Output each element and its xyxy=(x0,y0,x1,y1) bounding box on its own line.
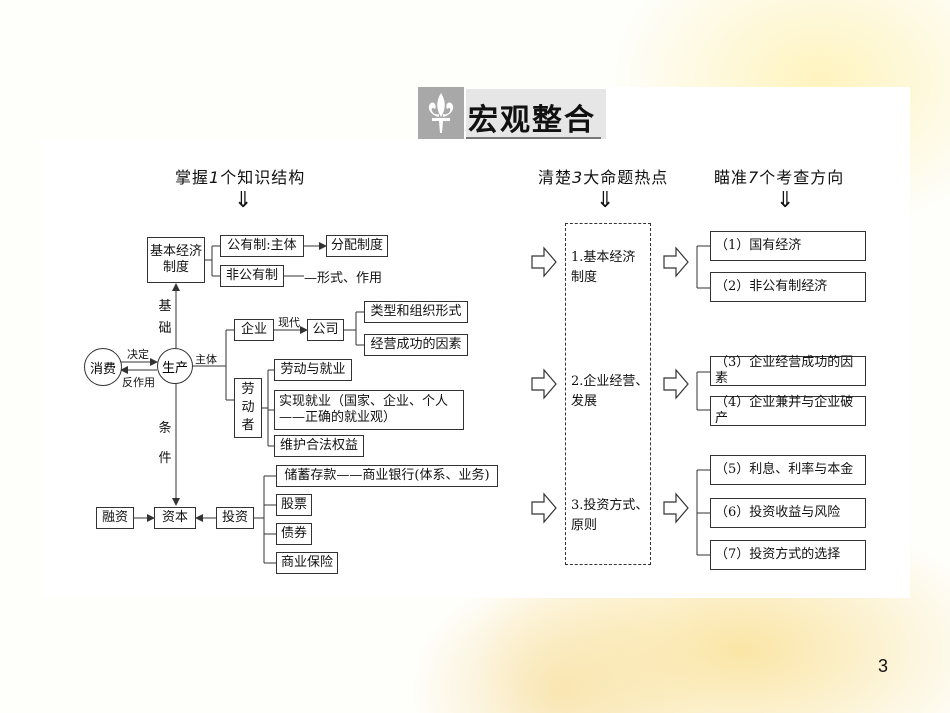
down-arrow-icon: ⇓ xyxy=(234,188,254,213)
labor-employment-box: 劳动与就业 xyxy=(274,359,352,381)
down-arrow-icon: ⇓ xyxy=(776,188,796,213)
basis-label: 基础 xyxy=(158,299,172,336)
direction-item: （3）企业经营成功的因素 xyxy=(710,355,866,386)
production-node: 生产 xyxy=(157,348,193,384)
protect-rights-box: 维护合法权益 xyxy=(274,435,364,457)
condition-label: 条件 xyxy=(158,421,172,466)
title-underline xyxy=(466,137,601,139)
stocks-box: 股票 xyxy=(276,494,312,516)
realize-employment-box: 实现就业（国家、企业、个人 ——正确的就业观） xyxy=(274,390,464,430)
main-body-label: 主体 xyxy=(195,353,217,366)
forms-roles-label: —形式、作用 xyxy=(304,271,383,286)
success-factors-box: 经营成功的因素 xyxy=(364,334,468,356)
hotspots-box xyxy=(565,223,651,565)
company-box: 公司 xyxy=(307,319,344,341)
investment-box: 投资 xyxy=(216,507,254,529)
hotspot-item: 1.基本经济 制度 xyxy=(571,250,636,285)
hotspot-item: 2.企业经营、 发展 xyxy=(571,374,649,409)
page-number: 3 xyxy=(878,656,889,676)
insurance-box: 商业保险 xyxy=(276,552,338,574)
header-structure: 掌握1个知识结构 xyxy=(175,168,306,187)
down-arrow-icon: ⇓ xyxy=(596,188,616,213)
direction-item: （1）国有经济 xyxy=(710,231,866,261)
header-directions: 瞄准7个考查方向 xyxy=(714,168,845,187)
modern-label: 现代 xyxy=(278,316,300,329)
direction-item: （7）投资方式的选择 xyxy=(710,540,866,570)
bonds-box: 债券 xyxy=(276,523,312,545)
basic-economic-system-box: 基本经济 制度 xyxy=(147,237,205,283)
title-bar: 宏观整合 xyxy=(418,87,910,141)
enterprise-box: 企业 xyxy=(234,319,274,341)
direction-item: （4）企业兼并与企业破产 xyxy=(710,395,866,426)
distribution-system-box: 分配制度 xyxy=(326,235,388,257)
fleur-de-lis-icon xyxy=(418,87,464,139)
savings-box: 储蓄存款——商业银行(体系、业务) xyxy=(276,465,498,487)
forms-roles-box xyxy=(304,265,388,287)
public-ownership-box: 公有制:主体 xyxy=(220,235,304,257)
hotspot-item: 3.投资方式、 原则 xyxy=(571,498,649,533)
financing-box: 融资 xyxy=(96,507,134,529)
page-title: 宏观整合 xyxy=(468,103,596,138)
non-public-ownership-box: 非公有制 xyxy=(220,265,284,287)
decides-label: 决定 xyxy=(127,348,149,361)
consumption-node: 消费 xyxy=(84,348,122,386)
laborer-box: 劳动者 xyxy=(234,378,262,438)
direction-item: （5）利息、利率与本金 xyxy=(710,455,866,485)
direction-item: （2）非公有制经济 xyxy=(710,272,866,302)
reacts-label: 反作用 xyxy=(122,376,155,389)
title-band xyxy=(466,89,606,139)
capital-box: 资本 xyxy=(154,507,196,529)
direction-item: （6）投资收益与风险 xyxy=(710,498,866,528)
header-hotspots: 清楚3大命题热点 xyxy=(538,168,669,187)
types-forms-box: 类型和组织形式 xyxy=(364,301,468,323)
